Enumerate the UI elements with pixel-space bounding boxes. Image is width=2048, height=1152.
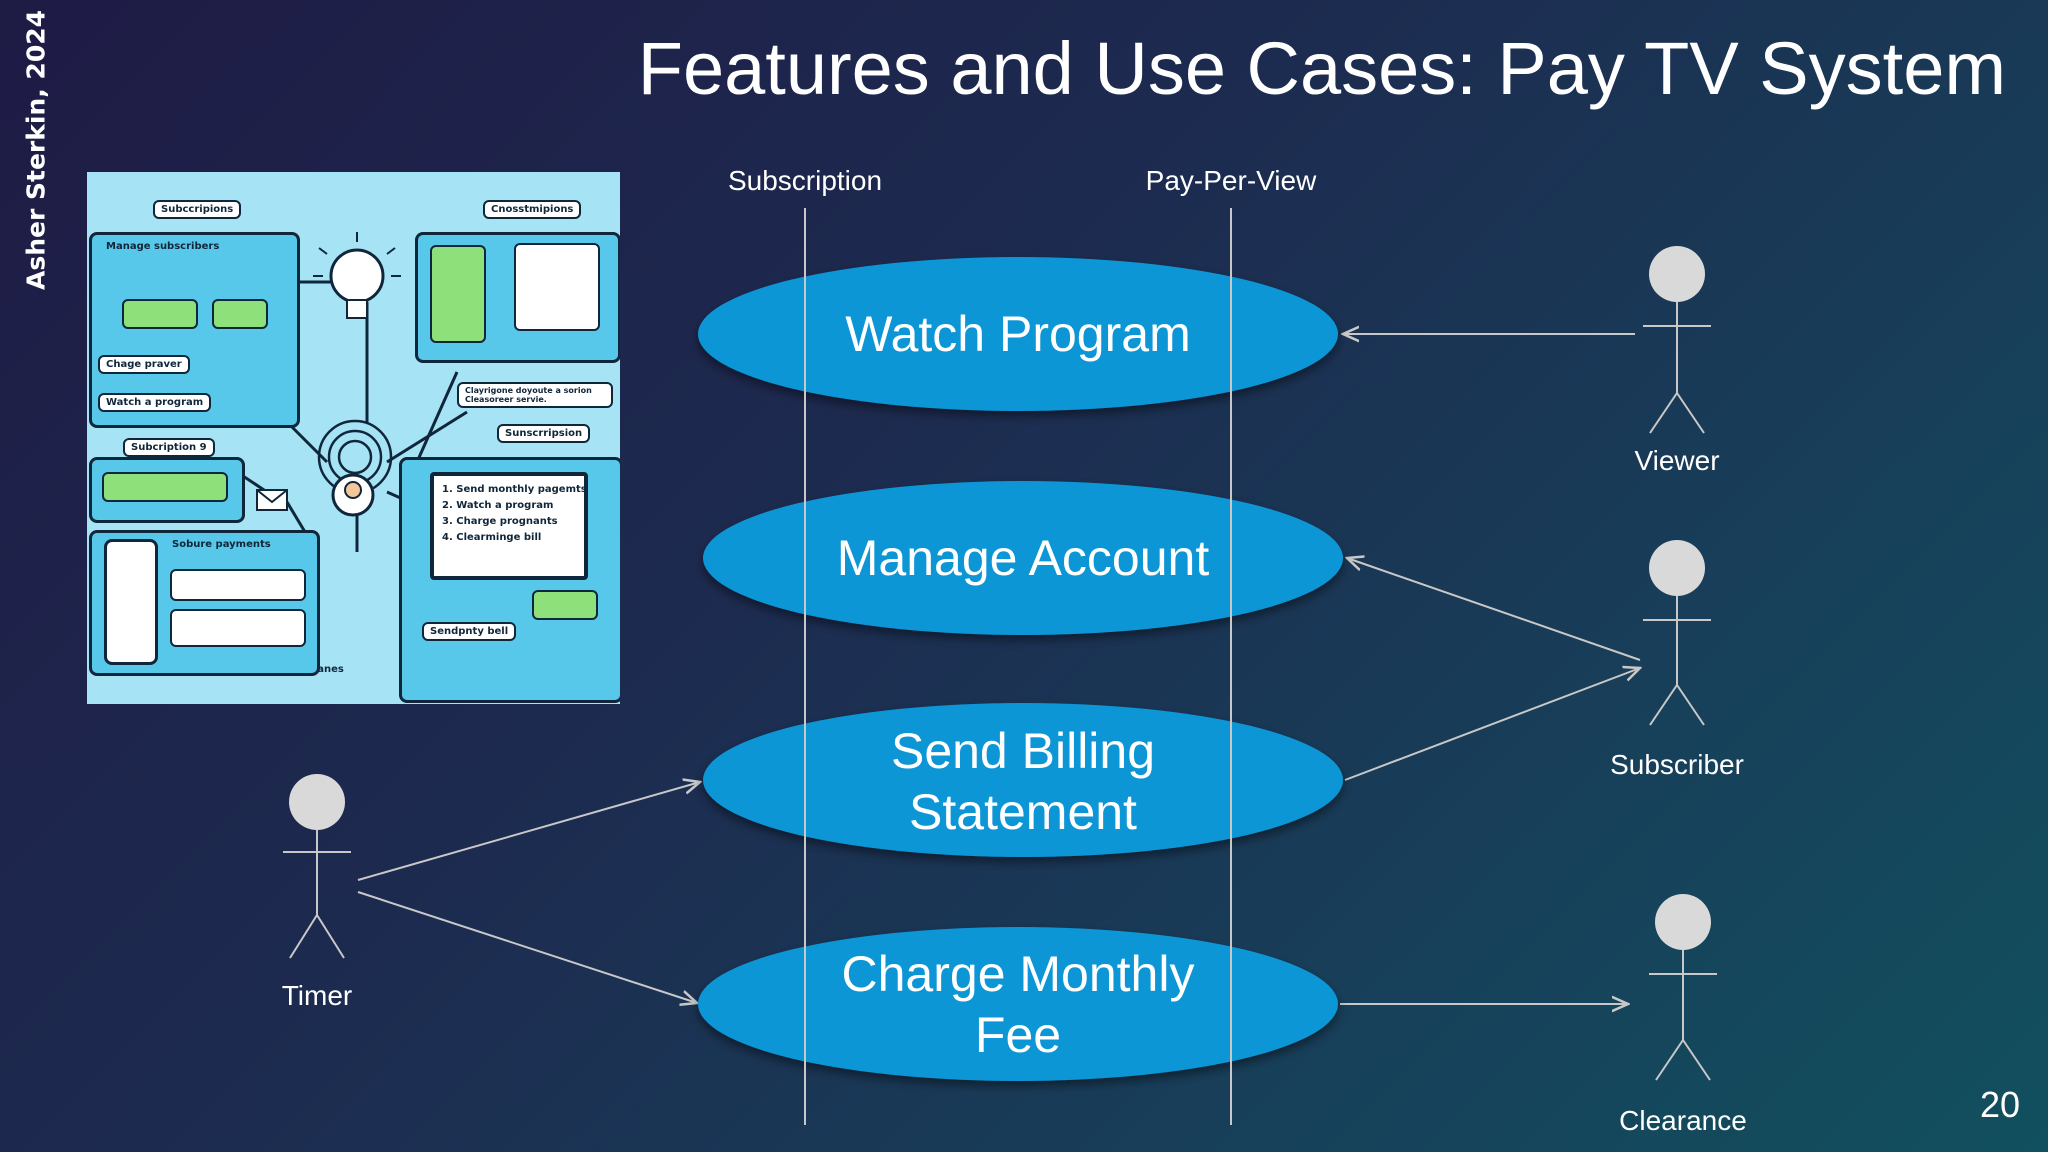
- collage-label-subscriptions: Subccripions: [153, 200, 242, 219]
- collage-box: [532, 590, 598, 620]
- actor-head-icon: [1649, 246, 1705, 302]
- use-case-collage-illustration: Subccripions Cnosstmipions Manage subscr…: [87, 172, 620, 704]
- actor-head-icon: [289, 774, 345, 830]
- association-timer-charge: [357, 891, 697, 1003]
- collage-list-item: 1. Send monthly pagemts: [442, 484, 587, 495]
- collage-box: [170, 569, 306, 601]
- collage-box: [122, 299, 198, 329]
- collage-list-item: 4. Clearminge bill: [442, 532, 542, 543]
- collage-list-item: 3. Charge prognants: [442, 516, 558, 527]
- use-case-label: Charge Monthly: [842, 946, 1195, 1002]
- collage-list-item: 2. Watch a program: [442, 500, 554, 511]
- use-case-label: Statement: [909, 784, 1137, 840]
- collage-box: [170, 609, 306, 647]
- collage-label-manage: Manage subscribers: [106, 241, 220, 252]
- collage-label-watch: Watch a program: [98, 393, 212, 412]
- association-subscriber-manage: [1347, 558, 1641, 661]
- collage-panel-subscription: [89, 457, 245, 523]
- use-case-label: Manage Account: [837, 530, 1210, 586]
- collage-box: [430, 245, 486, 343]
- collage-label-send-bell: Sendpnty bell: [422, 622, 517, 641]
- use-case-charge-monthly-fee: [698, 927, 1338, 1081]
- actor-label-timer: Timer: [282, 980, 353, 1011]
- use-case-label: Fee: [975, 1007, 1061, 1063]
- collage-label-subscription-left: Subcription 9: [123, 438, 215, 457]
- use-case-watch-program: [698, 257, 1338, 411]
- collage-label-consumptions: Cnosstmipions: [483, 200, 582, 219]
- collage-connectors: [236, 232, 478, 553]
- use-case-label: Send Billing: [891, 723, 1155, 779]
- use-case-label: Watch Program: [845, 306, 1190, 362]
- actor-label-clearance: Clearance: [1619, 1105, 1747, 1136]
- collage-panel-consumption: [415, 232, 620, 363]
- column-label-subscription: Subscription: [728, 165, 882, 196]
- collage-box: [514, 243, 600, 331]
- actor-head-icon: [1649, 540, 1705, 596]
- use-case-send-billing-statement: [703, 703, 1343, 857]
- actor-timer: [283, 774, 351, 959]
- collage-label-payments: Sobure payments: [172, 539, 271, 550]
- column-label-pay-per-view: Pay-Per-View: [1146, 165, 1317, 196]
- association-timer-billing: [357, 782, 700, 881]
- collage-box: [102, 472, 228, 502]
- actor-subscriber: [1643, 540, 1711, 726]
- actor-clearance: [1649, 894, 1717, 1081]
- slide-title: Features and Use Cases: Pay TV System: [637, 27, 2006, 110]
- collage-box: [212, 299, 268, 329]
- collage-panel-payments: Sobure payments: [89, 530, 320, 676]
- collage-list: 1. Send monthly pagemts 2. Watch a progr…: [442, 482, 587, 546]
- actor-label-viewer: Viewer: [1634, 445, 1719, 476]
- collage-phone: [104, 539, 158, 665]
- page-number: 20: [1979, 1084, 2020, 1125]
- actor-viewer: [1643, 246, 1711, 434]
- collage-monitor: 1. Send monthly pagemts 2. Watch a progr…: [430, 472, 588, 580]
- collage-label-charge: Chage praver: [98, 355, 190, 374]
- collage-label-clearing: Clayrigone doyoute a sorion Cleasoreer s…: [457, 382, 613, 408]
- association-billing-subscriber: [1344, 668, 1640, 781]
- collage-panel-manage: Manage subscribers Chage praver Watch a …: [89, 232, 300, 428]
- actor-head-icon: [1655, 894, 1711, 950]
- use-case-manage-account: [703, 481, 1343, 635]
- collage-label-subscription-right: Sunscrripsion: [497, 424, 591, 443]
- actor-label-subscriber: Subscriber: [1610, 749, 1744, 780]
- collage-panel-subscription-screen: 1. Send monthly pagemts 2. Watch a progr…: [399, 457, 620, 703]
